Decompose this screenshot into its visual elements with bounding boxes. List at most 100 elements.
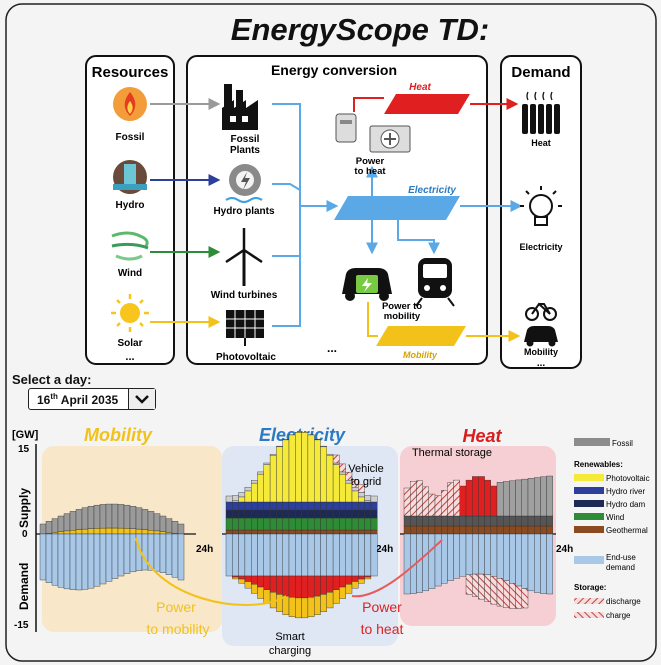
electricity-demand-bar <box>276 533 283 577</box>
heat-supply-bar <box>496 525 504 535</box>
electricity-supply-bar <box>364 509 372 519</box>
electricity-supply-bar <box>314 501 321 511</box>
electricity-supply-bar <box>345 517 353 531</box>
day-select-dropdown-button[interactable] <box>128 389 155 409</box>
electricity-demand-bar <box>250 533 258 577</box>
electricity-supply-bar <box>225 529 233 535</box>
electricity-supply-bar <box>370 529 378 535</box>
electricity-supply-bar <box>269 529 277 535</box>
electricity-supply-bar <box>250 482 258 503</box>
electricity-supply-bar <box>339 509 346 519</box>
mobility-supply-bar <box>129 528 137 535</box>
heat-supply-bar <box>422 525 430 535</box>
power-to-mobility-label-line2: mobility <box>384 311 421 322</box>
electricity-supply-bar <box>263 501 271 511</box>
electricity-supply-bar <box>269 453 277 456</box>
mobility-demand-bar <box>39 533 47 581</box>
mobility-supply-bar <box>129 506 137 529</box>
electricity-supply-bar <box>263 517 271 531</box>
vehicle-to-grid-annotation-line1: Vehicle <box>348 463 383 475</box>
wind-turbine-icon <box>225 228 263 286</box>
electricity-supply-bar <box>339 471 346 475</box>
electricity-supply-bar <box>320 529 328 535</box>
mobility-supply-bar <box>165 532 173 535</box>
vehicle-to-grid-annotation-line2: to grid <box>351 476 382 488</box>
electricity-supply-bar <box>351 501 359 511</box>
mobility-supply-bar <box>147 511 155 531</box>
y-min-label: -15 <box>14 620 29 631</box>
electricity-demand-bar <box>282 533 290 577</box>
heat-demand-bar <box>403 533 411 595</box>
electricity-demand-bar <box>314 575 321 597</box>
mobility-supply-bar <box>93 528 101 535</box>
electricity-demand-bar <box>238 575 246 580</box>
legend-swatch-discharge <box>574 598 604 604</box>
electricity-supply-bar <box>257 509 265 519</box>
electricity-demand-bar <box>301 575 309 599</box>
heat-supply-bar <box>534 477 541 517</box>
electricity-supply-bar <box>320 446 328 503</box>
legend-swatch-wind <box>574 513 604 520</box>
heat-demand-bar <box>441 533 448 584</box>
power-to-heat-curve <box>351 539 443 598</box>
mobility-supply-bar <box>147 530 155 535</box>
electricity-supply-bar <box>370 495 378 503</box>
mobility-demand-bar <box>159 533 167 573</box>
heat-supply-bar <box>503 515 510 527</box>
mobility-supply-bar <box>51 518 59 533</box>
heat-demand-bar <box>546 533 553 595</box>
power-to-heat-label-line2: to heat <box>354 166 386 177</box>
electricity-supply-bar <box>276 529 283 535</box>
legend-end-use-line2: demand <box>606 563 635 572</box>
mobility-demand-bar <box>171 533 179 578</box>
mobility-supply-bar <box>51 532 59 535</box>
electricity-demand-bar <box>351 581 359 589</box>
heat-supply-bar <box>459 485 467 517</box>
electricity-demand-bar <box>345 584 353 594</box>
heat-supply-bar <box>540 525 547 535</box>
electricity-demand-bar <box>320 594 328 612</box>
legend-discharge: discharge <box>606 597 641 606</box>
electricity-supply-bar <box>358 517 365 531</box>
heat-supply-bar <box>422 486 430 517</box>
wind-turbines-label: Wind turbines <box>211 290 278 301</box>
heat-demand-bar <box>447 533 454 581</box>
heat-supply-bar <box>434 525 442 535</box>
electricity-supply-bar <box>326 517 334 531</box>
heat-demand-bar <box>527 533 535 592</box>
electricity-24h-label: 24h <box>376 544 393 555</box>
conversion-more: ... <box>327 341 337 355</box>
electricity-demand-bar <box>339 586 346 599</box>
mobility-supply-bar <box>81 507 89 530</box>
train-icon <box>415 258 455 307</box>
electricity-demand-bar <box>314 533 321 577</box>
mobility-supply-bar <box>105 527 113 535</box>
electricity-supply-bar <box>358 496 365 503</box>
electricity-supply-bar <box>295 529 302 535</box>
electricity-supply-bar <box>339 529 346 535</box>
legend-swatch-fossil <box>574 438 610 446</box>
day-number: 16 <box>37 393 51 407</box>
fossil-plants-label-line2: Plants <box>230 145 260 156</box>
electricity-supply-bar <box>238 496 246 503</box>
electricity-demand-bar <box>295 597 302 619</box>
electricity-supply-bar <box>332 501 340 511</box>
legend-storage-header: Storage: <box>574 583 606 592</box>
demand-axis-label: Demand <box>17 563 31 610</box>
radiator-icon <box>522 91 560 134</box>
demand-box <box>500 55 582 369</box>
electricity-supply-bar <box>250 517 258 531</box>
heat-supply-bar <box>465 479 473 517</box>
heat-supply-bar <box>472 525 479 535</box>
mobility-supply-bar <box>99 504 107 529</box>
electricity-supply-bar <box>244 529 252 535</box>
wind-icon <box>111 231 149 261</box>
mobility-supply-bar <box>111 527 119 535</box>
mobility-supply-bar <box>87 506 95 529</box>
electricity-demand-bar <box>358 533 365 577</box>
electricity-demand-bar <box>326 575 334 593</box>
electricity-supply-bar <box>276 446 283 503</box>
day-select[interactable]: 16th April 2035 <box>28 388 156 410</box>
heat-supply-bar <box>428 493 436 517</box>
mobility-supply-bar <box>111 503 119 529</box>
